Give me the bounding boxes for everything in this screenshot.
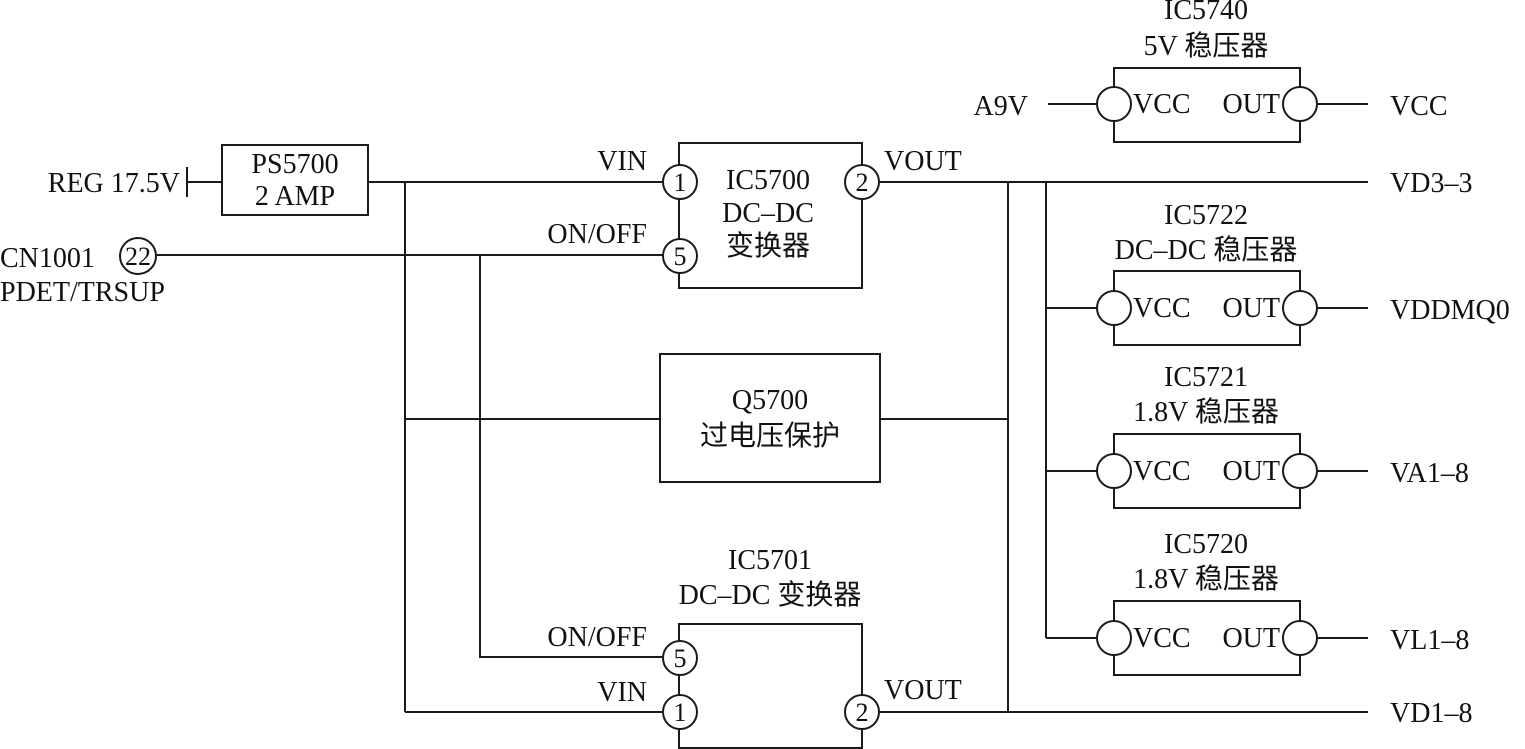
regulator-desc: 5V 稳压器 bbox=[1144, 30, 1269, 62]
ic5701-box bbox=[678, 623, 863, 749]
regulator-ic5740: IC5740 5V 稳压器 VCC OUT A9V VCC bbox=[974, 0, 1448, 143]
regulator-vcc-label: VCC bbox=[1133, 456, 1191, 487]
regulator-output-label: VA1–8 bbox=[1390, 458, 1469, 489]
ic5701-pin-vin bbox=[662, 694, 698, 730]
output-vd3-3: VD3–3 bbox=[1390, 168, 1472, 199]
wires bbox=[156, 103, 1368, 713]
q5700-block: Q5700 过电压保护 bbox=[659, 353, 881, 483]
regulator-vcc-pin bbox=[1096, 86, 1132, 122]
regulator-output-label: VDDMQ0 bbox=[1390, 295, 1510, 326]
reg-voltage-label: REG 17.5V bbox=[48, 168, 180, 199]
regulator-out-pin bbox=[1282, 620, 1318, 656]
q5700-name: Q5700 bbox=[732, 385, 808, 416]
regulator-out-label: OUT bbox=[1222, 89, 1280, 120]
regulator-box bbox=[1113, 600, 1301, 676]
ic5701-pin-vout bbox=[844, 694, 880, 730]
regulator-box bbox=[1113, 270, 1301, 346]
regulator-vcc-pin bbox=[1096, 290, 1132, 326]
regulator-name: IC5722 bbox=[1164, 200, 1248, 231]
regulator-vcc-pin bbox=[1096, 620, 1132, 656]
regulator-box bbox=[1113, 67, 1301, 143]
regulator-output-label: VL1–8 bbox=[1390, 625, 1469, 656]
regulator-desc: 1.8V 稳压器 bbox=[1133, 563, 1279, 595]
ic5700-pin-vin bbox=[662, 164, 698, 200]
ic5701-vin-label: VIN bbox=[597, 677, 647, 708]
regulator-desc: 1.8V 稳压器 bbox=[1133, 396, 1279, 428]
ic5700-desc: 变换器 bbox=[726, 230, 810, 262]
input-section: REG 17.5V PS5700 2 AMP CN1001 22 PDET/TR… bbox=[0, 144, 369, 308]
regulator-input-label: A9V bbox=[974, 91, 1028, 122]
connector-pin-number: 22 bbox=[125, 242, 151, 271]
ic5700-vout-label: VOUT bbox=[884, 146, 962, 177]
connector-pin-circle bbox=[119, 237, 157, 275]
ic5700-name: IC5700 bbox=[726, 165, 810, 196]
regulator-out-label: OUT bbox=[1222, 293, 1280, 324]
wire-onoff-to-ic5701 bbox=[479, 255, 663, 658]
fuse-name: PS5700 bbox=[251, 149, 338, 180]
ic5701-pin-vin-number: 1 bbox=[674, 698, 687, 727]
ic5700-pin-vout bbox=[844, 164, 880, 200]
ic5701-onoff-label: ON/OFF bbox=[547, 622, 647, 653]
ic5701-vout-label: VOUT bbox=[884, 675, 962, 706]
ic5700-pin-onoff-number: 5 bbox=[674, 242, 687, 271]
ic5700-vin-label: VIN bbox=[597, 146, 647, 177]
regulator-name: IC5720 bbox=[1164, 529, 1248, 560]
regulator-vcc-pin bbox=[1096, 453, 1132, 489]
ic5700-pin-vout-number: 2 bbox=[856, 168, 869, 197]
ic5700-pin-vin-number: 1 bbox=[674, 168, 687, 197]
q5700-desc: 过电压保护 bbox=[700, 420, 840, 452]
output-vd1-8: VD1–8 bbox=[1390, 698, 1472, 729]
regulator-out-pin bbox=[1282, 290, 1318, 326]
ic5700-onoff-label: ON/OFF bbox=[547, 219, 647, 250]
fuse-ps5700 bbox=[221, 144, 369, 216]
ic5701-desc: DC–DC 变换器 bbox=[679, 579, 862, 611]
regulator-ic5722: IC5722 DC–DC 稳压器 VCC OUT VDDMQ0 bbox=[1096, 200, 1510, 346]
fuse-rating: 2 AMP bbox=[255, 181, 335, 212]
connector-signal: PDET/TRSUP bbox=[0, 277, 165, 308]
regulator-out-pin bbox=[1282, 453, 1318, 489]
ic5701-name: IC5701 bbox=[728, 545, 812, 576]
regulator-out-label: OUT bbox=[1222, 623, 1280, 654]
regulator-ic5720: IC5720 1.8V 稳压器 VCC OUT VL1–8 bbox=[1096, 529, 1469, 676]
regulator-vcc-label: VCC bbox=[1133, 89, 1191, 120]
q5700-box bbox=[659, 353, 881, 483]
regulator-out-label: OUT bbox=[1222, 456, 1280, 487]
ic5700-block: IC5700 DC–DC 变换器 VIN 1 ON/OFF 5 2 VOUT V… bbox=[547, 142, 1472, 289]
regulator-box bbox=[1113, 433, 1301, 509]
regulator-ic5721: IC5721 1.8V 稳压器 VCC OUT VA1–8 bbox=[1096, 362, 1469, 509]
connector-label: CN1001 bbox=[0, 243, 95, 274]
ic5700-box bbox=[678, 142, 863, 289]
ic5700-type: DC–DC bbox=[722, 198, 814, 229]
regulator-vcc-label: VCC bbox=[1133, 293, 1191, 324]
ic5701-block: IC5701 DC–DC 变换器 ON/OFF 5 VIN 1 2 VOUT V… bbox=[547, 545, 1472, 749]
ic5701-pin-vout-number: 2 bbox=[856, 698, 869, 727]
regulator-output-label: VCC bbox=[1390, 91, 1448, 122]
ic5701-pin-onoff bbox=[662, 640, 698, 676]
ic5700-pin-onoff bbox=[662, 238, 698, 274]
regulator-name: IC5721 bbox=[1164, 362, 1248, 393]
regulator-vcc-label: VCC bbox=[1133, 623, 1191, 654]
regulator-desc: DC–DC 稳压器 bbox=[1115, 234, 1298, 266]
regulator-out-pin bbox=[1282, 86, 1318, 122]
ic5701-pin-onoff-number: 5 bbox=[674, 644, 687, 673]
regulator-name: IC5740 bbox=[1164, 0, 1248, 26]
